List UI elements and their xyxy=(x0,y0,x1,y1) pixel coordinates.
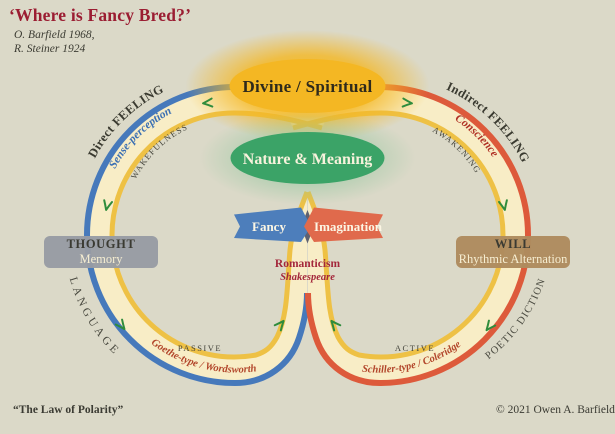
active-label: ACTIVE xyxy=(395,343,435,353)
attribution-line-2: R. Steiner 1924 xyxy=(14,43,86,55)
imagination-banner xyxy=(304,207,383,242)
flow-arrows xyxy=(103,97,508,332)
copyright-notice: © 2021 Owen A. Barfield xyxy=(496,404,615,416)
page-title: ‘Where is Fancy Bred?’ xyxy=(9,5,192,25)
shakespeare-label: Shakespeare xyxy=(280,272,335,283)
flow-arrow-icon xyxy=(273,319,285,332)
flow-arrow-icon xyxy=(330,319,342,332)
rhythmic-alternation-label: Rhythmic Alternation xyxy=(458,252,568,266)
flow-arrow-icon xyxy=(103,199,114,211)
attribution-line-1: O. Barfield 1968, xyxy=(14,29,95,41)
memory-label: Memory xyxy=(79,252,123,266)
flow-arrow-icon xyxy=(485,319,497,332)
thought-memory-box: THOUGHT Memory xyxy=(44,236,158,268)
romanticism-label: Romanticism xyxy=(275,258,341,270)
nature-label: Nature & Meaning xyxy=(243,151,372,168)
law-of-polarity-caption: “The Law of Polarity” xyxy=(13,404,124,416)
will-label: WILL xyxy=(494,237,532,251)
imagination-label: Imagination xyxy=(314,219,383,234)
flow-arrow-icon xyxy=(401,97,413,108)
thought-label: THOUGHT xyxy=(66,237,136,251)
divine-label: Divine / Spiritual xyxy=(242,77,372,96)
divine-ellipse xyxy=(229,59,386,113)
fancy-banner xyxy=(234,207,311,242)
flow-arrow-icon xyxy=(202,97,214,108)
flow-arrow-icon xyxy=(114,318,126,331)
passive-label: PASSIVE xyxy=(178,343,222,353)
nature-ellipse xyxy=(230,132,385,184)
will-rhythm-box: WILL Rhythmic Alternation xyxy=(456,236,570,268)
flow-arrow-icon xyxy=(498,199,508,211)
fancy-label: Fancy xyxy=(252,219,286,234)
